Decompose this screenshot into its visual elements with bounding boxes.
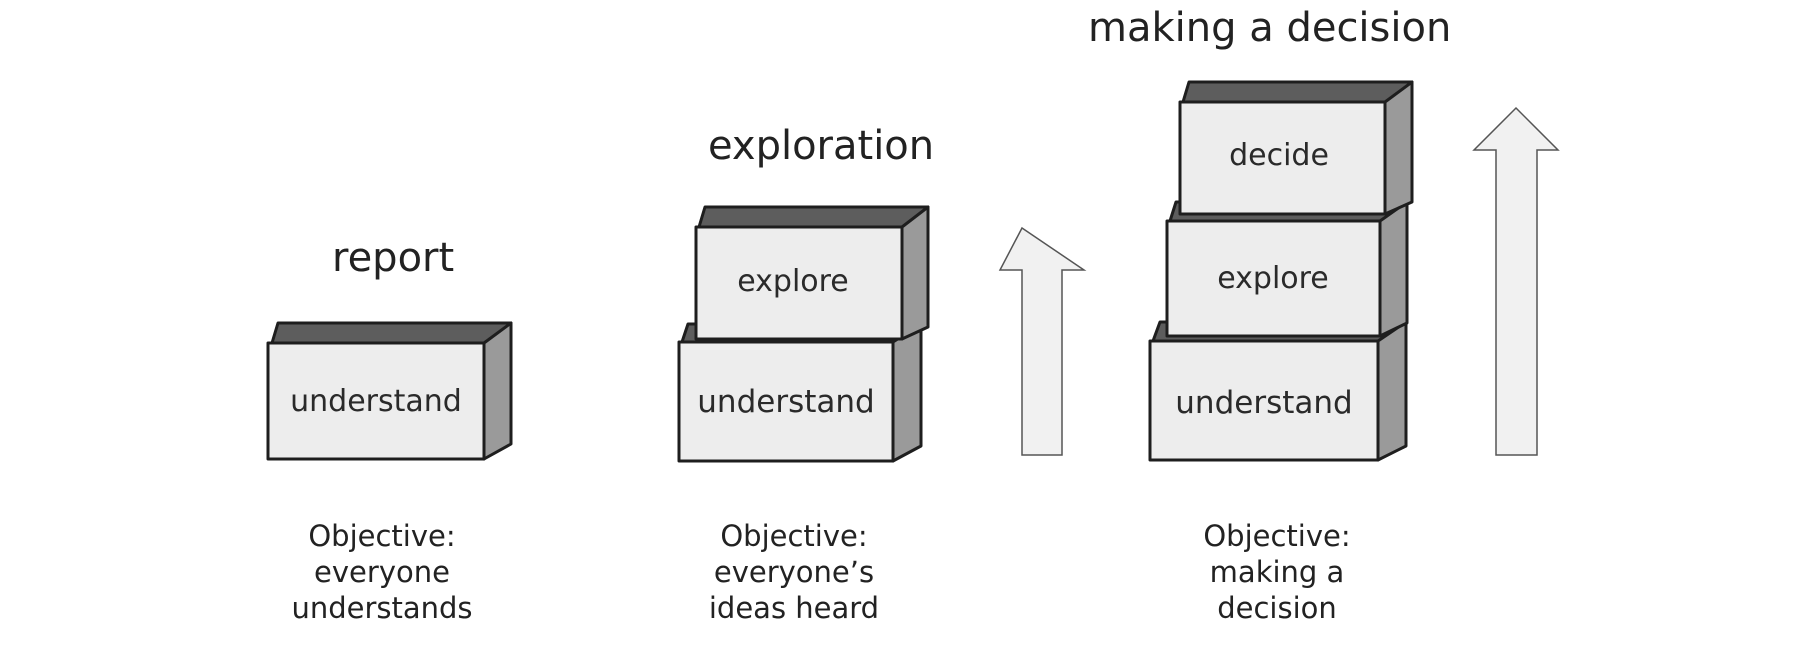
stage-heading-decision: making a decision (1088, 5, 1452, 51)
objective-decision: Objective: making a decision (1157, 518, 1397, 626)
objective-line: decision (1217, 591, 1337, 625)
objective-exploration: Objective: everyone’s ideas heard (674, 518, 914, 626)
objective-line: everyone (314, 555, 450, 589)
stage-heading-exploration: exploration (708, 123, 935, 169)
block-label: understand (1175, 385, 1352, 421)
up-arrow-icon (998, 226, 1087, 456)
objective-line: Objective: (720, 519, 868, 553)
block-label: understand (290, 384, 462, 419)
objective-line: ideas heard (708, 591, 880, 625)
stage-decision-stack: understand explore decide (1148, 80, 1414, 462)
objective-line: Objective: (308, 519, 456, 553)
block-understand: understand (677, 322, 923, 463)
objective-line: Objective: (1203, 519, 1351, 553)
up-arrow-icon (1472, 106, 1560, 456)
stage-heading-report: report (332, 235, 455, 281)
block-label: explore (737, 264, 849, 299)
block-explore: explore (1165, 200, 1409, 338)
objective-line: understands (291, 591, 473, 625)
block-label: explore (1217, 261, 1329, 296)
objective-report: Objective: everyone understands (262, 518, 502, 626)
block-decide: decide (1178, 80, 1414, 216)
block-label: decide (1229, 138, 1329, 173)
stage-exploration-stack: understand explore (677, 205, 930, 463)
stage-report-stack: understand (266, 321, 513, 461)
objective-line: everyone’s (713, 555, 875, 589)
block-understand: understand (266, 321, 513, 461)
block-label: understand (697, 384, 874, 420)
block-explore: explore (694, 205, 930, 341)
objective-line: making a (1209, 555, 1345, 589)
block-understand: understand (1148, 320, 1408, 462)
